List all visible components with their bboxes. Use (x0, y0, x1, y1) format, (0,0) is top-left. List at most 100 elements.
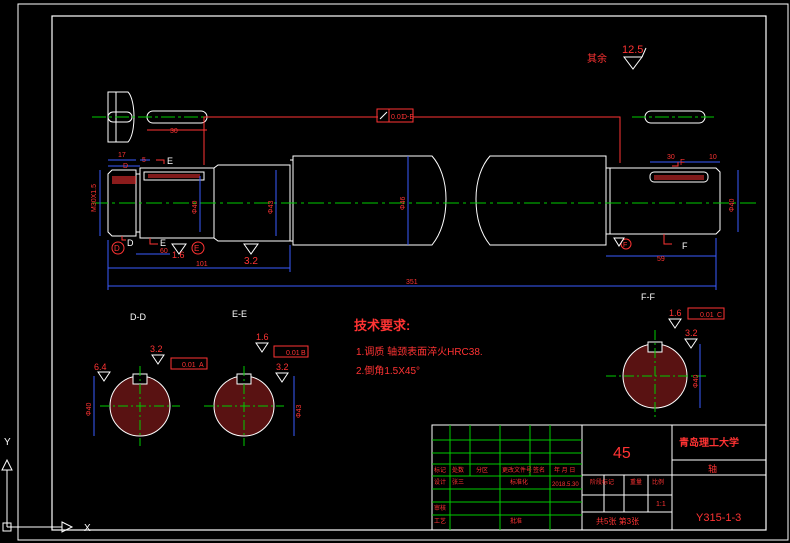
shaft-keyways (112, 171, 709, 184)
roughness-main-symbol (623, 47, 647, 70)
top-dims-left (108, 159, 150, 167)
tb-r4-0: 工艺 (434, 517, 446, 525)
title-block-material: 45 (613, 445, 631, 462)
roughness-note-label: 其余 (587, 52, 607, 65)
section-ff-datum: C (717, 312, 722, 319)
section-ff-rough-1: 1.6 (669, 308, 682, 318)
dim-17: 17 (118, 152, 126, 159)
inner-frame (51, 15, 767, 531)
section-ee-rough-1-symbol (255, 342, 269, 353)
section-dd-rough-2: 3.2 (150, 344, 163, 354)
section-dd-tol-frame (170, 357, 208, 370)
section-ee-datum: B (301, 350, 306, 357)
section-dd-label: D-D (130, 312, 146, 322)
runout-leader-left (203, 116, 378, 165)
section-dd-rough-2-symbol (151, 354, 165, 365)
tb-r1-1: 处数 (452, 466, 464, 474)
section-d-arrow (121, 236, 126, 241)
datum-f-circle-label: F (623, 242, 627, 249)
section-ff-view (606, 330, 706, 420)
datum-d-circle-label: D (114, 244, 120, 253)
datum-e-circle (191, 241, 205, 255)
section-ee-tol: 0.01 (286, 350, 300, 357)
roughness-1-6-value: 1.6 (172, 250, 185, 260)
roughness-3-2-value: 3.2 (244, 256, 258, 267)
section-d-letter: D (127, 238, 134, 248)
diameter-dims (99, 156, 739, 245)
section-ee-rough-1: 1.6 (256, 332, 269, 342)
dia-43-label: Φ43 (268, 201, 275, 214)
runout-tol-top: 0.01 (391, 114, 405, 121)
tb-r4-3: 批准 (510, 517, 522, 525)
dim-101: 101 (196, 261, 208, 268)
title-block-part-name: 轴 (708, 463, 717, 474)
section-dd-dia: Φ40 (86, 403, 93, 416)
section-f-arrow (663, 234, 672, 245)
tech-notes-line-2: 2.倒角1.5X45° (356, 365, 420, 377)
section-e-letter-bottom: E (160, 238, 166, 248)
section-d-letter-top: D (123, 163, 128, 170)
section-f-letter: F (682, 241, 688, 251)
runout-callout-top (376, 108, 414, 123)
title-block-sheet: 共5张 第3张 (596, 516, 639, 526)
title-block-labels: 标记 处数 分区 更改文件号 签名 年 月 日 设计 张三 标准化 阶段标记 重… (434, 466, 664, 525)
runout-leader-right (413, 116, 621, 163)
dim-30-right: 30 (667, 154, 675, 161)
key-view-right (632, 110, 714, 124)
section-dd-rough-1-symbol (97, 371, 111, 382)
ucs-icon (1, 458, 74, 533)
section-ff-dia: Φ40 (693, 375, 700, 388)
title-block-scale: 1:1 (656, 501, 666, 508)
section-e-arrow-bottom (149, 238, 158, 245)
section-ee-rough-2: 3.2 (276, 362, 289, 372)
section-dd-view (93, 366, 180, 446)
section-e-letter: E (167, 156, 173, 166)
section-f-letter-top: F (680, 158, 685, 167)
section-ee-rough-2-symbol (275, 372, 289, 383)
section-e-arrow (156, 159, 165, 164)
outer-border (17, 3, 789, 541)
section-ee-view (204, 366, 295, 446)
tb-r1-3: 更改文件号 (502, 466, 532, 474)
section-ee-tol-frame (273, 345, 309, 358)
dia-46-label: Φ46 (400, 197, 407, 210)
roughness-1-6-symbol (171, 243, 187, 255)
datum-f-circle (620, 238, 632, 250)
datum-e-circle-label: E (194, 244, 199, 253)
title-block-grid (432, 425, 582, 530)
thread-left-label: M30X1.5 (91, 184, 98, 212)
section-ff-tol: 0.01 (700, 312, 714, 319)
roughness-3-2-symbol (243, 243, 259, 255)
tb-r2-1: 张三 (452, 478, 464, 486)
section-ff-rough-1-symbol (668, 318, 682, 329)
tb-r3-0: 审核 (434, 504, 446, 512)
section-f-arrow-top (672, 162, 679, 167)
dia-40-label: Φ40 (192, 201, 199, 214)
datum-d-circle (111, 241, 125, 255)
tb-r2-6: 重量 (630, 478, 642, 486)
dim-60: 60 (160, 248, 168, 255)
key-view-left (92, 91, 215, 143)
section-ff-tol-frame (687, 307, 725, 320)
ucs-y-label: Y (4, 437, 11, 448)
tech-notes-line-1: 1.调质 轴颈表面淬火HRC38. (356, 345, 483, 358)
bottom-dims (107, 238, 717, 290)
title-block-school: 青岛理工大学 (679, 436, 739, 449)
ucs-x-label: X (84, 523, 91, 534)
dim-5: 5 (142, 157, 146, 164)
roughness-main-value: 12.5 (622, 44, 643, 56)
title-block (431, 424, 767, 531)
section-ee-dia: Φ43 (296, 405, 303, 418)
section-ff-rough-2: 3.2 (685, 328, 698, 338)
dim-59: 59 (657, 256, 665, 263)
title-block-drawing-no: Y315-1-3 (696, 512, 741, 524)
tb-r2-3: 标准化 (510, 478, 528, 486)
title-block-date: 2018.5.30 (552, 482, 579, 488)
tb-r1-5: 年 月 日 (554, 466, 575, 474)
tb-r1-2: 分区 (476, 466, 488, 474)
runout-datum-top: D-E (402, 114, 414, 121)
dia-right-label: Φ40 (729, 199, 736, 212)
key-left-length: 30 (170, 128, 178, 135)
tb-r2-0: 设计 (434, 478, 446, 486)
